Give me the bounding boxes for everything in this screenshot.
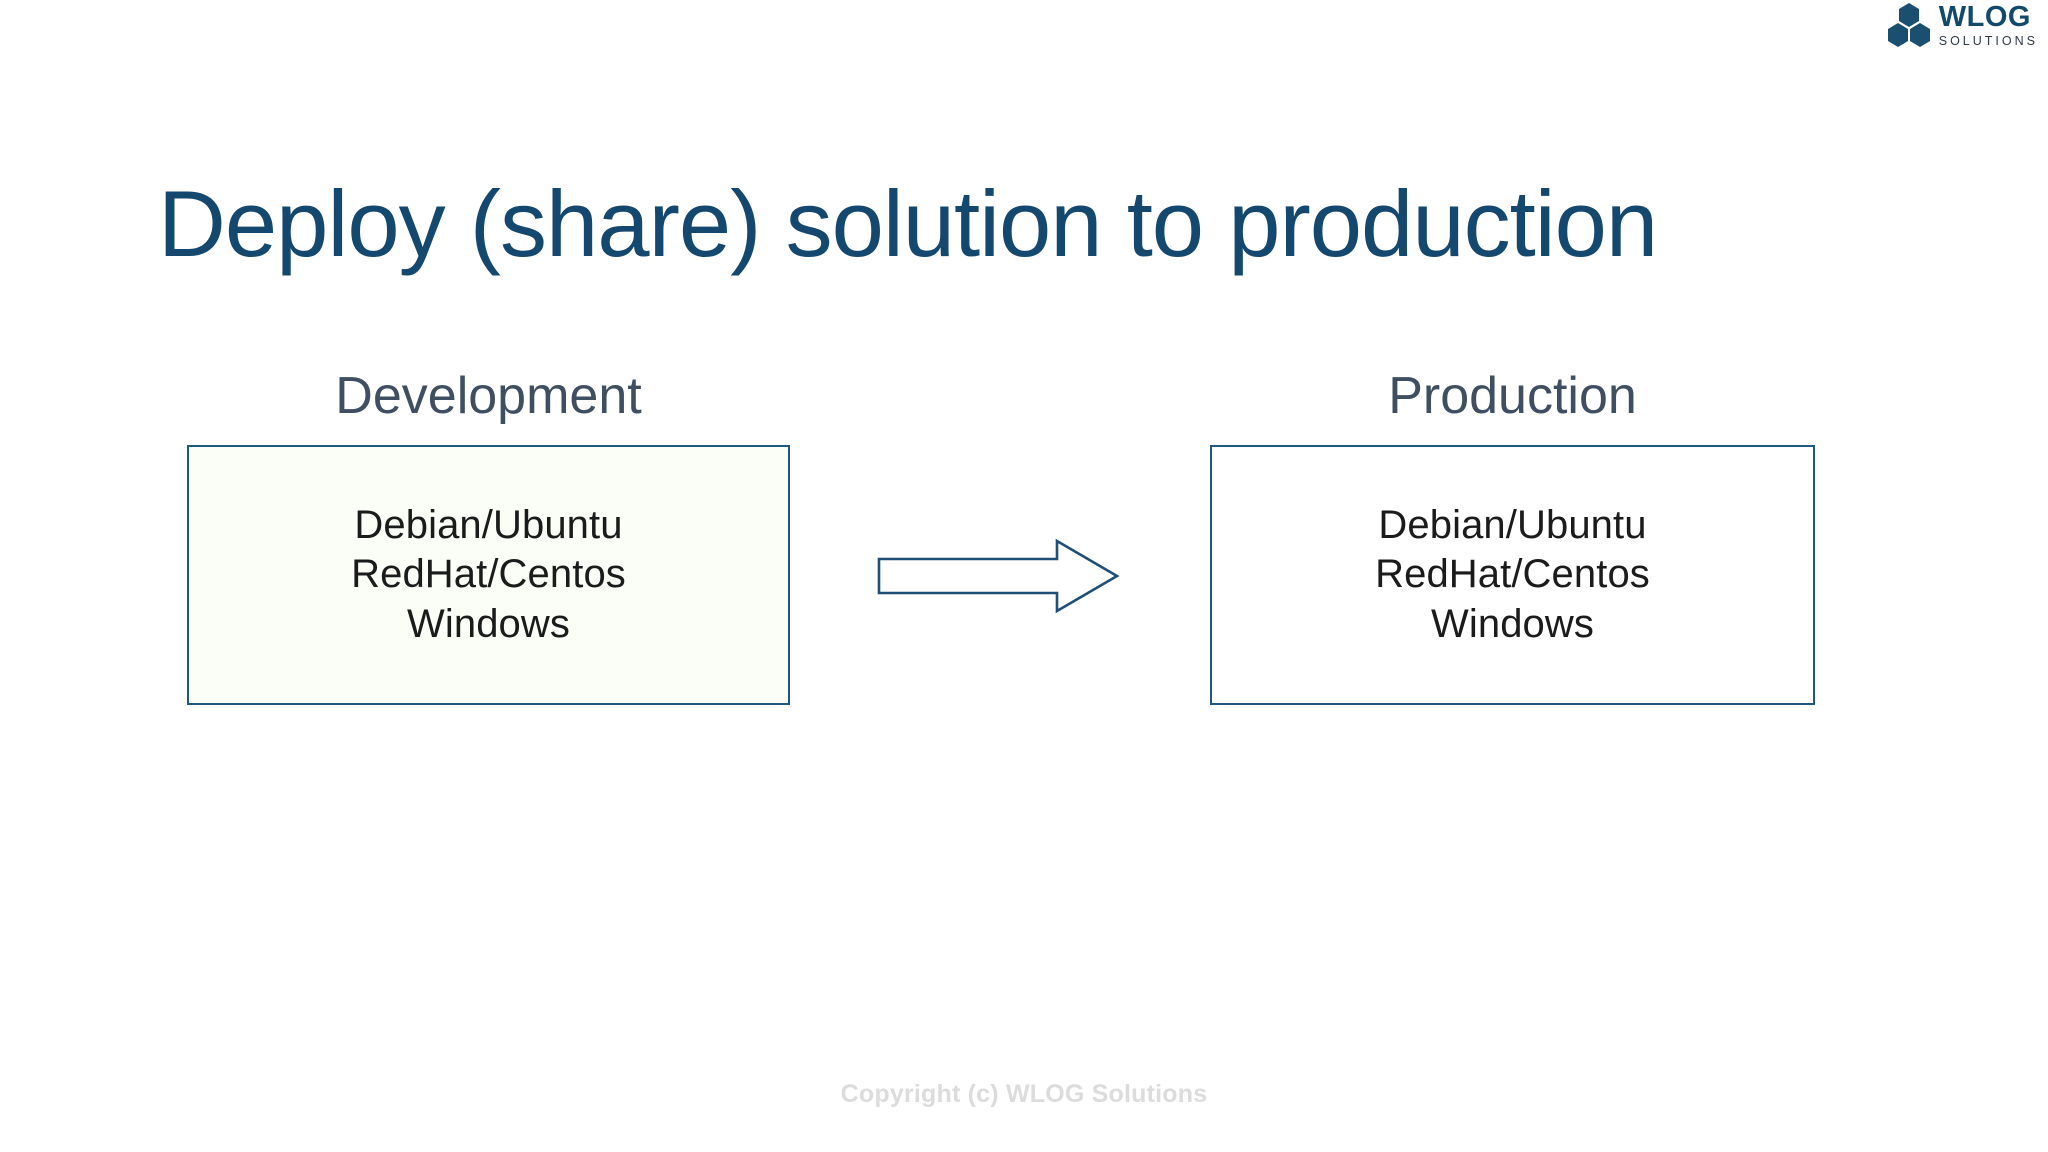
wlog-solutions-logo: WLOG SOLUTIONS [1887,2,2038,48]
logo-text-block: WLOG SOLUTIONS [1938,0,2038,48]
environment-box-production: Debian/Ubuntu RedHat/Centos Windows [1210,445,1815,705]
os-list-development: Debian/Ubuntu RedHat/Centos Windows [351,501,626,649]
os-list-item: Windows [407,601,570,646]
os-list-item: RedHat/Centos [1375,552,1650,597]
os-list-item: Debian/Ubuntu [1378,503,1647,548]
column-heading-production: Production [1388,367,1637,425]
logo-wordmark: WLOG [1938,0,2031,33]
environment-box-development: Debian/Ubuntu RedHat/Centos Windows [187,445,790,705]
os-list-item: Debian/Ubuntu [354,503,623,548]
column-heading-development: Development [335,367,642,425]
page-title: Deploy (share) solution to production [158,170,1658,276]
os-list-item: Windows [1431,601,1594,646]
footer-copyright: Copyright (c) WLOG Solutions [840,1080,1208,1108]
os-list-item: RedHat/Centos [351,552,626,597]
right-block-arrow-icon [876,538,1120,614]
three-hexagons-icon [1887,2,1931,48]
os-list-production: Debian/Ubuntu RedHat/Centos Windows [1375,501,1650,649]
logo-subwordmark: SOLUTIONS [1938,33,2038,48]
